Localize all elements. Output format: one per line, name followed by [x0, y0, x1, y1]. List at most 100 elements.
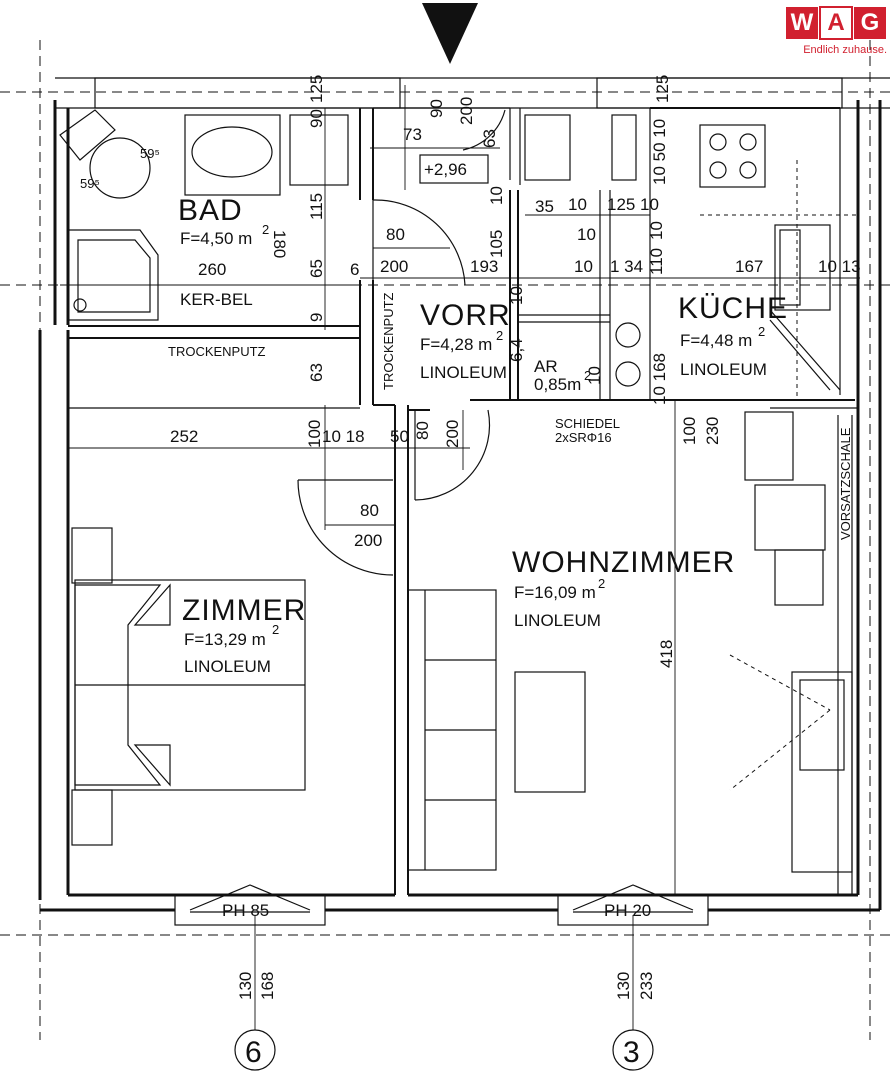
dim-167: 167: [735, 257, 763, 276]
entrance-arrow-icon: [422, 3, 478, 64]
note-schiedel-spec: 2xSRΦ16: [555, 430, 612, 445]
room-kueche-area: F=4,48 m: [680, 331, 752, 350]
area-superscript-bad: 2: [262, 222, 269, 237]
note-schiedel: SCHIEDEL: [555, 416, 620, 431]
dim-125-kitchen: 125: [607, 195, 635, 214]
axis-lines: [0, 40, 895, 1040]
note-vorsatzschale: VORSATZSCHALE: [838, 427, 853, 540]
dim-90-wc: 90: [307, 109, 326, 128]
dim-65: 65: [307, 259, 326, 278]
dim-10-b: 10: [568, 195, 587, 214]
axis-circle-right: [612, 1029, 654, 1071]
room-zimmer-floor: LINOLEUM: [184, 657, 271, 676]
exterior-walls: [38, 100, 882, 912]
dim-168-left: 168: [258, 972, 277, 1000]
room-zimmer-name: ZIMMER: [182, 594, 306, 627]
note-trockenputz-horizontal: TROCKENPUTZ: [168, 344, 266, 359]
level-value: +2,96: [424, 160, 467, 179]
room-vorr-name: VORR: [420, 299, 511, 332]
area-superscript-zimmer: 2: [272, 622, 279, 637]
room-kueche-floor: LINOLEUM: [680, 360, 767, 379]
dim-63-top: 63: [480, 129, 499, 148]
dim-110: 110: [647, 248, 666, 275]
dim-200-zimmer: 200: [354, 531, 382, 550]
dim-10-d: 10: [574, 257, 593, 276]
dim-180: 180: [270, 230, 289, 258]
dim-9: 9: [307, 313, 326, 322]
area-superscript-ar: 2: [584, 368, 591, 383]
dim-200-mid: 200: [443, 420, 462, 448]
room-kueche-name: KÜCHE: [678, 292, 788, 325]
dim-105: 105: [487, 230, 506, 258]
logo-tagline: Endlich zuhause.: [803, 44, 887, 56]
wag-logo: W A G Endlich zuhause.: [777, 6, 887, 56]
dim-80-bad: 80: [386, 225, 405, 244]
dim-10-e: 10: [640, 195, 659, 214]
dim-80-zimmer: 80: [360, 501, 379, 520]
window-height-right: PH 20: [604, 901, 651, 920]
area-superscript-vorr: 2: [496, 328, 503, 343]
notes: TROCKENPUTZ TROCKENPUTZ VORSATZSCHALE SC…: [168, 160, 853, 920]
dim-10-50-10: 10 50 10: [650, 119, 669, 185]
dim-418: 418: [657, 640, 676, 668]
axis-labels: 6 3: [245, 1036, 641, 1069]
dim-100-left: 100: [305, 420, 324, 448]
logo-marks: W A G: [777, 6, 887, 40]
dim-130-left: 130: [236, 972, 255, 1000]
zimmer-furniture: [71, 527, 306, 846]
dim-10-c: 10: [577, 225, 596, 244]
dim-73: 73: [403, 125, 422, 144]
dim-80-mid: 80: [413, 421, 432, 440]
dim-6: 6: [350, 260, 359, 279]
level-marker-box: [419, 154, 489, 184]
dim-230: 230: [703, 417, 722, 445]
dim-10-f: 10: [647, 221, 666, 240]
dim-35: 35: [535, 197, 554, 216]
dim-6-4: 6,4: [507, 338, 526, 362]
dim-130-right: 130: [614, 972, 633, 1000]
room-bad-name: BAD: [178, 194, 243, 227]
logo-letter-a: A: [819, 6, 853, 40]
dim-10-168: 10 168: [650, 353, 669, 405]
room-wohnzimmer-area: F=16,09 m: [514, 583, 596, 602]
kitchen-fixtures: [524, 114, 858, 400]
dim-252: 252: [170, 427, 198, 446]
window-height-left: PH 85: [222, 901, 269, 920]
area-superscript-kueche: 2: [758, 324, 765, 339]
axis-label-left: 6: [245, 1036, 263, 1069]
dim-200-top: 200: [457, 97, 476, 125]
room-ar-area: 0,85m: [534, 375, 581, 394]
room-vorr-floor: LINOLEUM: [420, 363, 507, 382]
room-vorr-area: F=4,28 m: [420, 335, 492, 354]
dimension-lines: [60, 85, 860, 895]
axis-circle-left: [234, 1029, 276, 1071]
dim-134: 1 34: [610, 257, 643, 276]
dim-125-right: 125: [653, 75, 672, 103]
note-trockenputz-vertical: TROCKENPUTZ: [381, 292, 396, 390]
room-wohnzimmer-floor: LINOLEUM: [514, 611, 601, 630]
room-labels: BAD F=4,50 m KER-BEL VORR F=4,28 m LINOL…: [178, 194, 788, 676]
dim-10-13: 10 13: [818, 257, 861, 276]
dim-115: 115: [307, 193, 326, 220]
dim-10-a: 10: [487, 186, 506, 205]
room-bad-area: F=4,50 m: [180, 229, 252, 248]
logo-letter-g: G: [853, 6, 887, 40]
axis-label-right: 3: [623, 1036, 641, 1069]
dim-595-b: 59⁵: [80, 176, 100, 191]
room-ar-name: AR: [534, 357, 558, 376]
room-wohnzimmer-name: WOHNZIMMER: [512, 546, 735, 579]
room-bad-floor: KER-BEL: [180, 290, 253, 309]
wohnzimmer-furniture: [407, 411, 853, 873]
dim-10-18: 10 18: [322, 427, 365, 446]
dimension-labels: 125 125 90 200 73 63 59⁵ 59⁵ 90 115 180 …: [80, 75, 861, 1000]
dim-10-vr: 10: [585, 366, 604, 385]
dim-233: 233: [637, 972, 656, 1000]
windows: [94, 77, 843, 926]
logo-letter-w: W: [785, 6, 819, 40]
dim-90-top: 90: [427, 99, 446, 118]
dim-63-mid: 63: [307, 363, 326, 382]
dim-100-right: 100: [680, 417, 699, 445]
dim-193: 193: [470, 257, 498, 276]
